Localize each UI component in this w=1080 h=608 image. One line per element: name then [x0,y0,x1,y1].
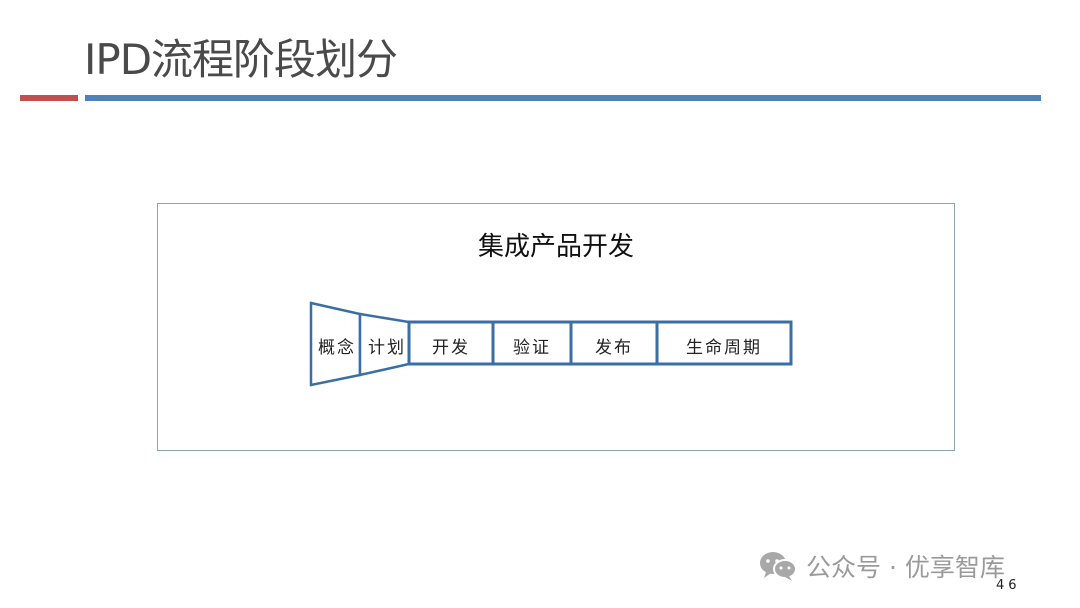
page-number: 46 [996,578,1021,593]
stage-1-label: 概念 [318,337,356,358]
stage-5-box [569,320,659,366]
stage-4-label: 验证 [513,338,551,358]
stage-6-label: 生命周期 [686,338,762,358]
title-accent-blue-line [85,95,1041,101]
diagram-title: 集成产品开发 [477,232,634,262]
wechat-icon [760,552,797,581]
diagram-frame: 集成产品开发 [157,203,955,451]
title-accent-red-line [20,95,78,101]
slide-title: IPD流程阶段划分 [84,35,398,84]
watermark: 公众号 · 优享智库 [758,546,1005,586]
watermark-text: 公众号 · 优享智库 [806,553,1005,582]
stage-5-label: 发布 [595,338,633,358]
stage-2-label: 计划 [368,338,406,358]
stage-3-box [407,320,495,366]
stage-3-label: 开发 [432,338,470,358]
stage-6-box [655,320,793,366]
